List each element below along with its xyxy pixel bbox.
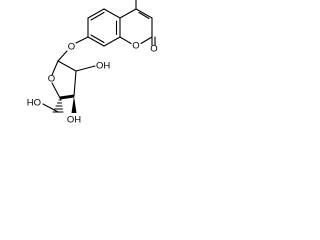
c2-oh-bond (75, 65, 96, 72)
c3-hydroxyl-label: OH (67, 115, 81, 126)
lactone-oxygen-label: O (132, 41, 139, 52)
aryl-o-bond (75, 36, 89, 44)
c3-oh-wedge (71, 96, 77, 113)
o-anomeric-bond (57, 50, 68, 62)
structure-drawing: O O O O OH OH HO (27, 0, 158, 126)
benzene-ring (87, 8, 121, 47)
pyrone-ring (119, 8, 153, 45)
carbonyl-oxygen-label: O (150, 44, 157, 55)
c5-hydroxyl-label: HO (27, 98, 41, 109)
furanose-ring (51, 60, 77, 100)
molecule-canvas: O O O O OH OH HO (0, 0, 165, 133)
carbonyl-bond (151, 36, 156, 46)
c2-hydroxyl-label: OH (96, 61, 110, 72)
glycosidic-oxygen-label: O (68, 42, 75, 53)
ch2-ho-bond (42, 103, 59, 113)
ring-oxygen-label: O (48, 74, 55, 85)
